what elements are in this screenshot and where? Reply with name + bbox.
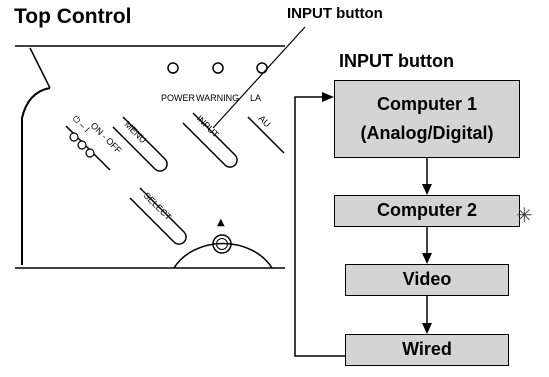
power-indicator-label: POWER xyxy=(161,93,196,103)
lamp-indicator-label: LA xyxy=(250,93,261,103)
note-asterisk-icon: ✳ xyxy=(516,203,533,227)
sequence-step-wired: Wired xyxy=(345,334,509,366)
sequence-step-computer-2: Computer 2 xyxy=(334,195,520,227)
direction-ring xyxy=(173,242,273,269)
on-off-symbol-label: ⏻ – I xyxy=(71,113,92,134)
callout-leader-line xyxy=(212,26,306,129)
input-button-label: INPUT xyxy=(195,113,222,140)
up-arrow-icon: ▲ xyxy=(217,217,225,228)
sequence-step-video: Video xyxy=(345,264,509,296)
select-button[interactable] xyxy=(129,187,187,245)
input-button[interactable] xyxy=(182,112,238,168)
power-indicator-led xyxy=(167,62,179,74)
input-sequence-title: INPUT button xyxy=(339,51,454,71)
on-off-button-label: ON - OFF xyxy=(89,120,124,155)
input-button-callout-label: INPUT button xyxy=(287,5,383,22)
step-label: Computer 1 xyxy=(376,94,477,114)
step-label: Video xyxy=(402,269,452,289)
warning-indicator-led xyxy=(212,62,224,74)
sequence-step-computer-1: Computer 1 (Analog/Digital) xyxy=(334,80,520,158)
auto-button[interactable] xyxy=(247,116,285,154)
step-sublabel: (Analog/Digital) xyxy=(360,123,494,143)
auto-button-label: AU xyxy=(257,113,273,129)
warning-indicator-label: WARNING xyxy=(196,93,239,103)
step-label: Computer 2 xyxy=(376,200,477,220)
menu-button[interactable] xyxy=(112,116,168,172)
select-button-label: SELECT xyxy=(142,190,174,222)
on-off-button[interactable] xyxy=(65,125,111,171)
lamp-indicator-led xyxy=(256,62,268,74)
top-control-title: Top Control xyxy=(14,5,132,28)
step-label: Wired xyxy=(402,339,452,359)
